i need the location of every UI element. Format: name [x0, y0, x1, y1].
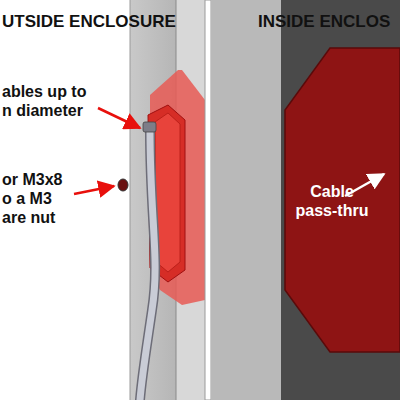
callout-note: or M3x8 o a M3 are nut — [2, 170, 72, 228]
pass-thru-plate — [285, 48, 400, 352]
callout-note: ables up to n diameter — [2, 82, 98, 120]
screw-hole — [118, 179, 128, 191]
leader-arrow — [74, 186, 114, 194]
part-label: Cable pass-thru — [290, 182, 374, 220]
wall-edge — [211, 0, 281, 400]
panel-heading: UTSIDE ENCLOSURE — [2, 12, 176, 32]
panel-heading: INSIDE ENCLOS — [258, 12, 390, 32]
panel-divider — [205, 0, 211, 400]
cable-end — [143, 122, 156, 132]
cable — [140, 130, 155, 400]
panel-ground — [0, 0, 205, 400]
enclosure-wall — [281, 0, 400, 400]
enclosure-wall — [130, 0, 180, 400]
leader-arrow — [98, 108, 140, 128]
panel-ground — [211, 0, 400, 400]
